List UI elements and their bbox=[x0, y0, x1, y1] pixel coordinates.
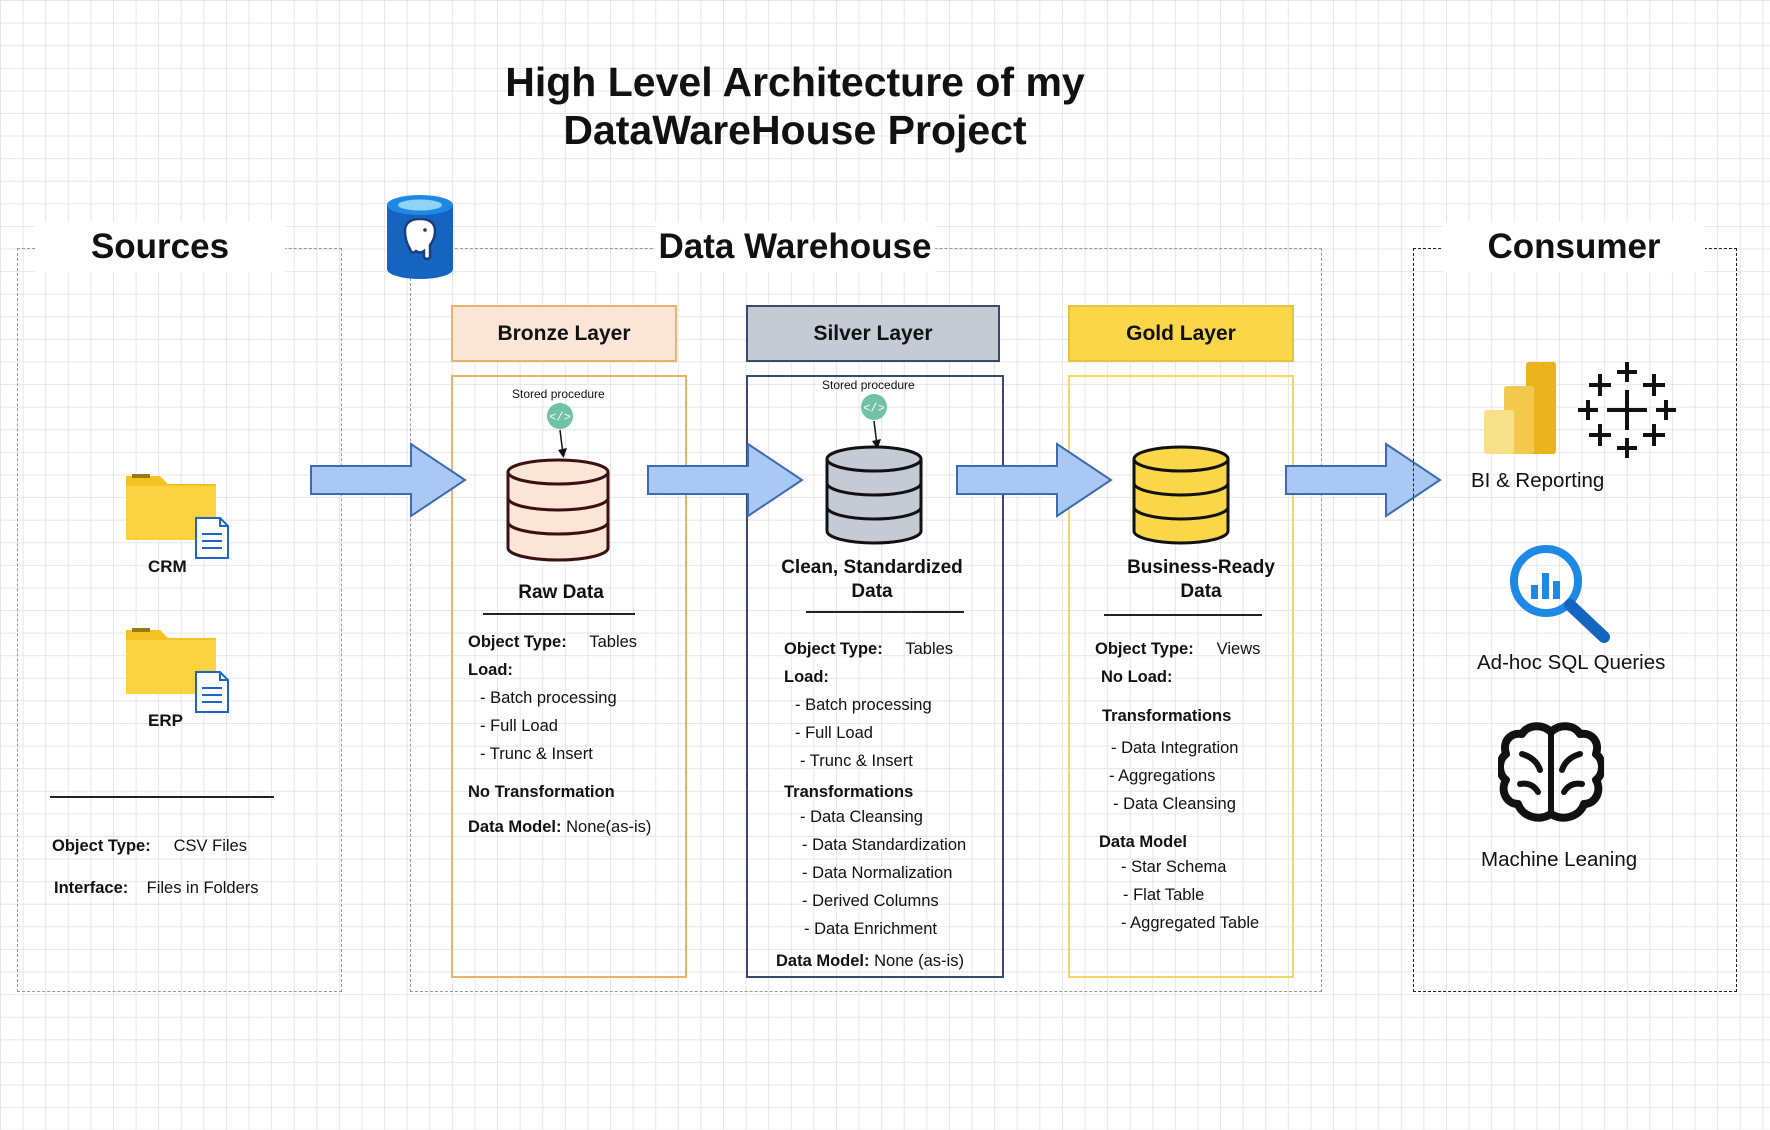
bronze-database-icon bbox=[506, 458, 610, 562]
gold-divider bbox=[1104, 614, 1262, 616]
silver-load-item: - Batch processing bbox=[795, 696, 932, 714]
folder-icon bbox=[126, 474, 229, 559]
source-crm-label: CRM bbox=[148, 557, 187, 576]
bronze-load-item: - Trunc & Insert bbox=[480, 745, 593, 763]
consumer-sql-label: Ad-hoc SQL Queries bbox=[1477, 651, 1666, 674]
silver-transformation-item: - Data Normalization bbox=[802, 864, 953, 882]
postgres-database-icon bbox=[387, 195, 453, 279]
query-search-icon bbox=[1510, 545, 1610, 643]
title-line-1: High Level Architecture of my bbox=[505, 59, 1085, 105]
flow-arrow bbox=[956, 442, 1113, 518]
bronze-load-label: Load: bbox=[468, 661, 513, 679]
powerbi-icon bbox=[1484, 362, 1556, 454]
silver-transformation-item: - Data Standardization bbox=[802, 836, 967, 854]
silver-stored-procedure-label: Stored procedure bbox=[822, 378, 915, 392]
folder-icon bbox=[126, 628, 229, 713]
title-line-2: DataWareHouse Project bbox=[563, 107, 1027, 153]
tableau-icon bbox=[1578, 362, 1676, 458]
diagram-title: High Level Architecture of my DataWareHo… bbox=[400, 58, 1190, 154]
bronze-stored-procedure-label: Stored procedure bbox=[512, 387, 605, 401]
warehouse-heading: Data Warehouse bbox=[655, 222, 935, 272]
gold-layer-header: Gold Layer bbox=[1068, 305, 1294, 362]
silver-transformation-item: - Data Enrichment bbox=[804, 920, 937, 938]
source-erp-label: ERP bbox=[148, 711, 183, 730]
brain-icon bbox=[1498, 722, 1604, 822]
sources-interface: Interface: Files in Folders bbox=[54, 879, 259, 897]
silver-transformation-item: - Derived Columns bbox=[802, 892, 939, 910]
silver-object-type: Object Type: Tables bbox=[784, 640, 954, 658]
bronze-load-item: - Batch processing bbox=[480, 689, 617, 707]
svg-text:</>: </> bbox=[549, 411, 571, 425]
gold-transformation-item: - Aggregations bbox=[1109, 767, 1216, 785]
sources-heading: Sources bbox=[35, 222, 285, 272]
svg-text:</>: </> bbox=[863, 402, 885, 416]
silver-load-label: Load: bbox=[784, 668, 829, 686]
bronze-load-item: - Full Load bbox=[480, 717, 558, 735]
gold-transformation-item: - Data Cleansing bbox=[1113, 795, 1236, 813]
bronze-layer-header: Bronze Layer bbox=[451, 305, 677, 362]
gold-data-model-item: - Aggregated Table bbox=[1121, 914, 1260, 932]
bronze-db-label: Raw Data bbox=[518, 582, 604, 603]
consumer-ml-label: Machine Leaning bbox=[1481, 848, 1638, 871]
gold-data-model-label: Data Model bbox=[1099, 833, 1188, 851]
silver-database-icon bbox=[825, 445, 923, 545]
bronze-divider bbox=[483, 613, 635, 615]
sources-object-type: Object Type: CSV Files bbox=[52, 837, 247, 855]
gold-layer-box bbox=[1068, 375, 1294, 978]
stored-procedure-icon: </> bbox=[547, 403, 573, 458]
bronze-transformation-label: No Transformation bbox=[468, 783, 615, 801]
silver-divider bbox=[806, 611, 964, 613]
silver-data-model: Data Model: None (as-is) bbox=[776, 952, 964, 970]
gold-load-label: No Load: bbox=[1101, 668, 1173, 686]
silver-load-item: - Trunc & Insert bbox=[800, 752, 913, 770]
gold-db-label: Business-Ready Data bbox=[1127, 557, 1275, 602]
silver-layer-header: Silver Layer bbox=[746, 305, 1000, 362]
silver-db-label: Clean, Standardized Data bbox=[781, 557, 963, 602]
sources-divider bbox=[50, 796, 274, 798]
gold-transformations-label: Transformations bbox=[1102, 707, 1232, 725]
flow-arrow bbox=[310, 442, 467, 518]
bronze-object-type: Object Type: Tables bbox=[468, 633, 638, 651]
bronze-data-model: Data Model: None(as-is) bbox=[468, 818, 652, 836]
stored-procedure-icon: </> bbox=[861, 394, 887, 449]
silver-transformations-label: Transformations bbox=[784, 783, 914, 801]
flow-arrow bbox=[647, 442, 804, 518]
gold-transformation-item: - Data Integration bbox=[1111, 739, 1239, 757]
silver-load-item: - Full Load bbox=[795, 724, 873, 742]
silver-transformation-item: - Data Cleansing bbox=[800, 808, 923, 826]
gold-data-model-item: - Flat Table bbox=[1123, 886, 1205, 904]
bronze-layer-box bbox=[451, 375, 687, 978]
consumer-heading: Consumer bbox=[1443, 222, 1705, 272]
gold-database-icon bbox=[1132, 445, 1230, 545]
consumer-bi-label: BI & Reporting bbox=[1471, 469, 1605, 492]
gold-data-model-item: - Star Schema bbox=[1121, 858, 1227, 876]
gold-object-type: Object Type: Views bbox=[1095, 640, 1261, 658]
silver-layer-box bbox=[746, 375, 1004, 978]
